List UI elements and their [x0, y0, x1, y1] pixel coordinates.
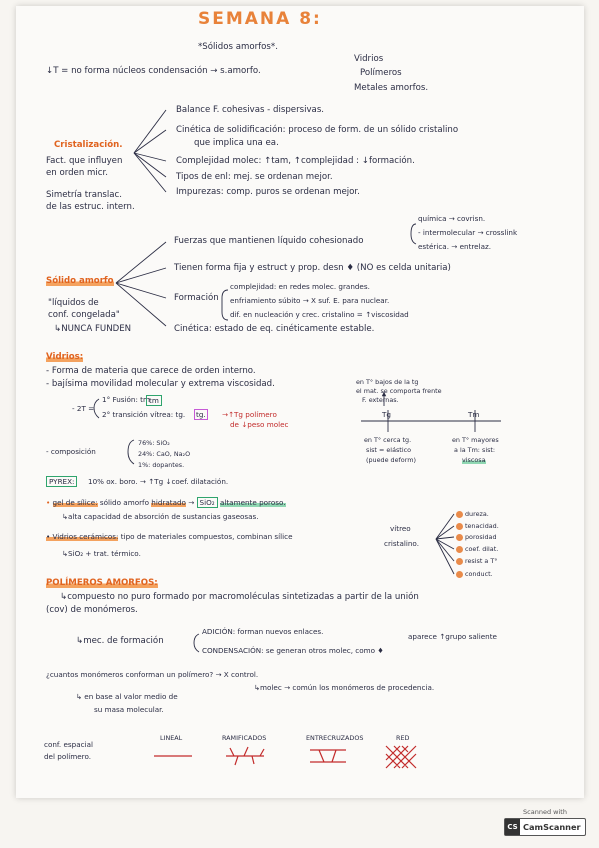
condensacion: CONDENSACIÓN: se generan otros molec, co…	[202, 646, 384, 655]
solido-side-2: conf. congelada"	[48, 310, 120, 320]
comp-2: 24%: CaO, Na₂O	[138, 450, 191, 458]
page-title: SEMANA 8:	[198, 9, 322, 29]
tg-note-1: →↑Tg polímero	[222, 410, 277, 419]
formacion-2: enfriamiento súbito → X suf. E. para nuc…	[230, 296, 390, 305]
crist-item-balance: Balance F. cohesivas - dispersivas.	[176, 105, 325, 115]
poli-line-2: (cov) de monómeros.	[46, 605, 138, 615]
solido-amorfo-heading: Sólido amorfo	[46, 276, 114, 286]
prop-1: dureza.	[456, 510, 489, 518]
axis-tm: Tm	[468, 410, 480, 419]
axis-note-1: en T° bajos de la tg	[356, 378, 419, 386]
ceram-sub: ↳SiO₂ + trat. térmico.	[62, 549, 141, 558]
fuerzas-type-3: estérica. → entrelaz.	[418, 242, 492, 251]
comp-3: 1%: dopantes.	[138, 461, 185, 469]
prop-2: tenacidad.	[456, 522, 499, 530]
axis-tg: Tg	[382, 410, 391, 419]
poli-line-1: ↳compuesto no puro formado por macromolé…	[60, 592, 419, 602]
fuerzas-line: Fuerzas que mantienen líquido cohesionad…	[174, 236, 364, 246]
below-tm-1: en T° mayores	[452, 436, 499, 444]
solido-side-1: "líquidos de	[48, 298, 99, 308]
scanned-page: SEMANA 8: *Sólidos amorfos*. ↓T = no for…	[16, 6, 584, 798]
cinetica-line: Cinética: estado de eq. cinéticamente es…	[174, 324, 375, 334]
below-tg-3: (puede deform)	[366, 456, 416, 464]
below-tg-1: en T° cerca tg.	[364, 436, 412, 444]
mec-formacion: ↳mec. de formación	[76, 636, 164, 646]
crist-side-1: Fact. que influyen	[46, 156, 123, 166]
temp-fusion: 1° Fusión: tm	[102, 395, 150, 404]
formacion-1: complejidad: en redes molec. grandes.	[230, 282, 370, 291]
pyrex-box: PYREX:	[46, 476, 78, 487]
ceram-line: • Vidrios cerámicos: tipo de materiales …	[46, 532, 293, 541]
fuerzas-type-2: - intermolecular → crosslink	[418, 228, 518, 237]
solido-side-3: ↳NUNCA FUNDEN	[54, 324, 132, 334]
question: ¿cuantos monómeros conforman un polímero…	[46, 670, 259, 679]
type-ramificados: RAMIFICADOS	[222, 734, 267, 742]
crist-item-cinetica-cont: que implica una ea.	[194, 138, 279, 148]
vidrios-heading: Vidrios:	[46, 352, 84, 362]
cristalizacion-heading: Cristalización.	[54, 140, 123, 150]
camscanner-name: CamScanner	[523, 822, 581, 832]
axis-note-2: el mat. se comporta frente	[356, 387, 442, 395]
conf-1: conf. espacial	[44, 740, 93, 749]
scanned-with-text: Scanned with	[523, 808, 567, 816]
vidrios-line-2: - bajísima movilidad molecular y extrema…	[46, 379, 275, 389]
polimeros-heading: POLÍMEROS AMORFOS:	[46, 578, 158, 588]
prop-6: conduct.	[456, 570, 493, 578]
base-1: ↳ en base al valor medio de	[76, 692, 178, 701]
pyrex-text: 10% ox. boro. → ↑Tg ↓coef. dilatación.	[88, 477, 229, 486]
camscanner-badge: Scanned with CS CamScanner	[504, 808, 586, 838]
tg-box: tg.	[194, 409, 208, 420]
crist-item-tipos: Tipos de enl: mej. se ordenan mejor.	[176, 172, 333, 182]
intro-line: ↓T = no forma núcleos condensación → s.a…	[46, 66, 261, 76]
crist-side-2: en orden micr.	[46, 168, 108, 178]
conf-2: del polímero.	[44, 752, 91, 761]
example-metales: Metales amorfos.	[354, 83, 429, 93]
crist-side-4: de las estruc. intern.	[46, 202, 135, 212]
crist-item-impurezas: Impurezas: comp. puros se ordenan mejor.	[176, 187, 360, 197]
forma-line: Tienen forma fija y estruct y prop. desn…	[174, 263, 451, 273]
comp-1: 76%: SiO₂	[138, 439, 170, 447]
formacion-3: dif. en nucleación y crec. cristalino = …	[230, 310, 409, 319]
crist-item-cinetica: Cinética de solidificación: proceso de f…	[176, 125, 459, 135]
formacion-label: Formación	[174, 293, 219, 303]
temps-prefix: - 2T =	[72, 404, 95, 413]
tg-note-2: de ↓peso molec	[230, 420, 289, 429]
crist-side-3: Simetría translac.	[46, 190, 122, 200]
axis-note-3: F. externas.	[362, 396, 399, 404]
prop-4: coef. dilat.	[456, 545, 498, 553]
type-red: RED	[396, 734, 410, 742]
example-polimeros: Polímeros	[360, 68, 402, 78]
gel-line: • gel de sílice: sólido amorfo hidratado…	[46, 497, 286, 508]
prop-3: porosidad	[456, 533, 497, 541]
composicion-label: - composición	[46, 447, 96, 456]
handwritten-lines	[93, 109, 501, 769]
vitreo-1: vítreo	[390, 524, 411, 533]
below-tg-2: sist = elástico	[366, 446, 412, 454]
tm-box: tm	[146, 395, 162, 406]
below-tm-3: viscosa	[462, 456, 486, 464]
vidrios-line-1: - Forma de materia que carece de orden i…	[46, 366, 256, 376]
adicion: ADICIÓN: forman nuevos enlaces.	[202, 627, 324, 636]
prop-5: resist a T°	[456, 557, 497, 565]
camscanner-icon: CS	[505, 819, 520, 835]
below-tm-2: a la Tm: sist:	[454, 446, 496, 454]
subtitle: *Sólidos amorfos*.	[198, 42, 278, 52]
vitreo-2: cristalino.	[384, 539, 419, 548]
crist-item-complejidad: Complejidad molec: ↑tam, ↑complejidad : …	[176, 156, 415, 166]
adicion-note: aparece ↑grupo saliente	[408, 632, 497, 641]
temp-transicion: 2° transición vítrea: tg.	[102, 410, 186, 419]
base-2: su masa molecular.	[94, 705, 164, 714]
gel-sub: ↳alta capacidad de absorción de sustanci…	[62, 512, 259, 521]
question-note: ↳molec → común los monómeros de proceden…	[254, 683, 435, 692]
type-entrecruzados: ENTRECRUZADOS	[306, 734, 364, 742]
fuerzas-type-1: química → covrisn.	[418, 214, 486, 223]
type-lineal: LINEAL	[160, 734, 183, 742]
example-vidrios: Vidrios	[354, 54, 384, 64]
